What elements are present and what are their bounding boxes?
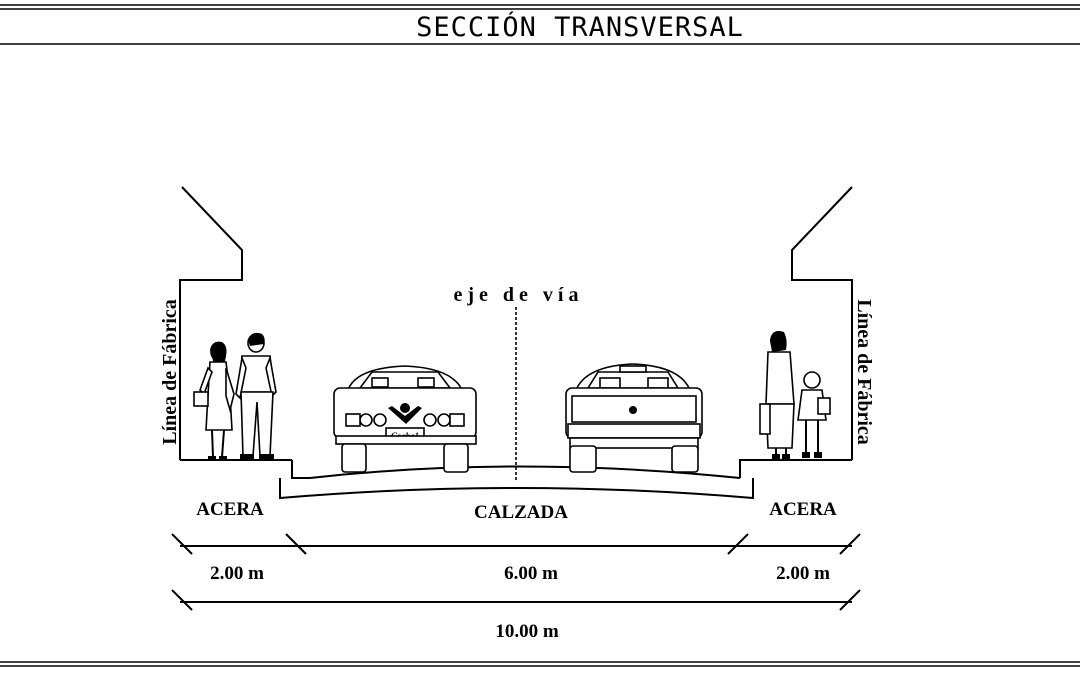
pedestrian-woman-left bbox=[193, 341, 235, 460]
dimension-sidewalk-right: 2.00 m bbox=[776, 563, 830, 584]
bottom-frame bbox=[0, 661, 1080, 667]
left-building-profile bbox=[179, 186, 243, 460]
total-dimension-line bbox=[171, 589, 861, 611]
right-building-profile bbox=[791, 186, 853, 460]
car-rear-view bbox=[565, 363, 703, 473]
dimension-sidewalk-left: 2.00 m bbox=[210, 563, 264, 584]
drawing-title: SECCIÓN TRANSVERSAL bbox=[416, 11, 744, 43]
facade-line-label-left: Línea de Fábrica bbox=[159, 299, 181, 445]
dimension-roadway: 6.00 m bbox=[504, 563, 558, 584]
sidewalk-right-label: ACERA bbox=[769, 499, 837, 520]
car-front-view: Coche1 bbox=[333, 365, 477, 473]
pedestrian-woman-right bbox=[759, 331, 795, 460]
facade-line-label-right: Línea de Fábrica bbox=[853, 299, 875, 445]
partial-dimension-line bbox=[171, 533, 861, 555]
pedestrian-child-right bbox=[797, 371, 831, 458]
road-axis-label: e j e d e v í a bbox=[454, 284, 579, 306]
roadway-label: CALZADA bbox=[474, 502, 568, 523]
pedestrian-man-left bbox=[235, 332, 277, 460]
dimension-total: 10.00 m bbox=[495, 621, 559, 642]
sidewalk-left-label: ACERA bbox=[196, 499, 264, 520]
title-frame bbox=[0, 4, 1080, 45]
